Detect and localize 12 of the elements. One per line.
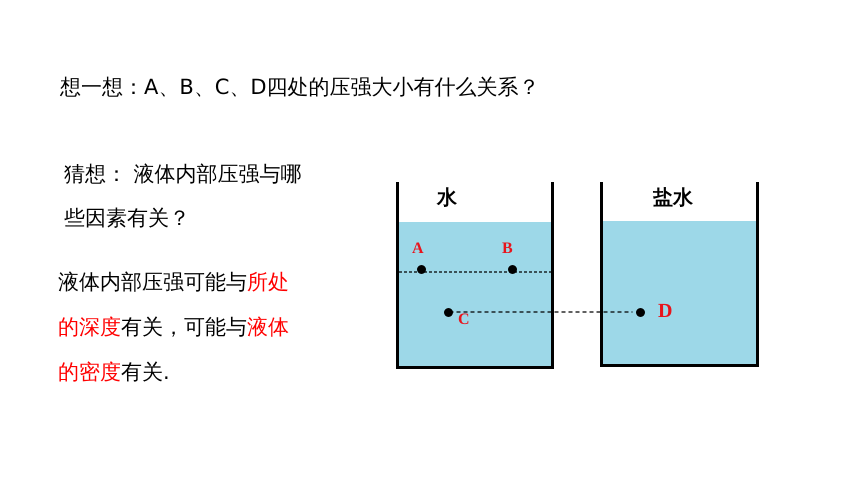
connector-line xyxy=(450,311,632,313)
hypothesis-answer: 液体内部压强可能与所处的深度有关，可能与液体的密度有关. xyxy=(58,269,290,386)
beaker-label: 水 xyxy=(437,184,457,210)
point-label: A xyxy=(412,241,424,257)
hypothesis-text: 猜想： 液体内部压强与哪些因素有关？ xyxy=(64,161,303,232)
beaker xyxy=(396,182,554,369)
beaker xyxy=(600,182,759,367)
question-title: 想一想：A、B、C、D四处的压强大小有什么关系？ xyxy=(60,74,540,101)
point-label: C xyxy=(458,312,470,328)
beaker-label: 盐水 xyxy=(653,184,693,210)
point-label: B xyxy=(502,241,513,257)
point-label: D xyxy=(658,301,672,321)
